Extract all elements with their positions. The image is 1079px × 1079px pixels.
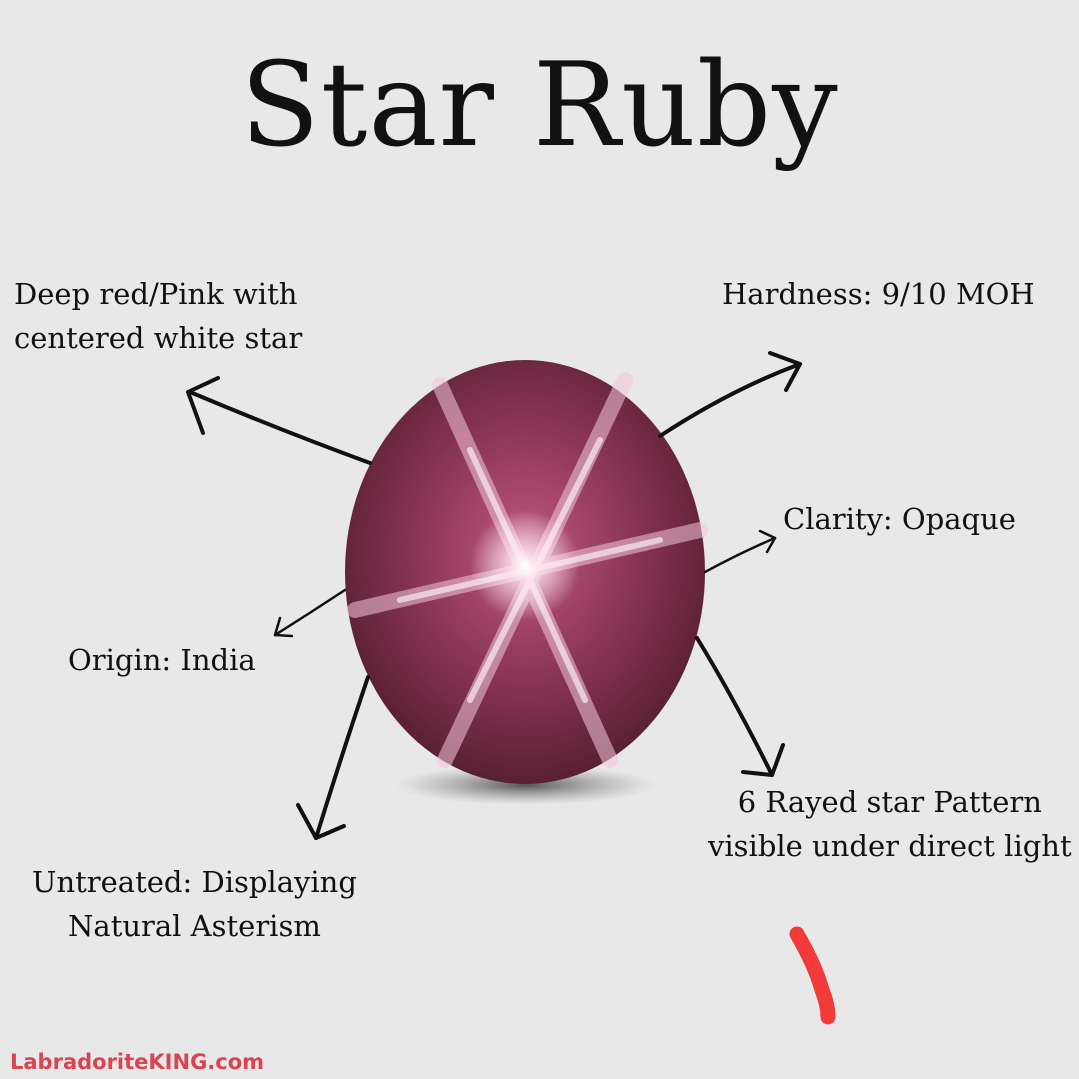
color-label-line-1: Deep red/Pink with <box>14 277 298 311</box>
star-pattern-label-line-2: visible under direct light <box>708 829 1072 863</box>
arrow-to-hardness-label <box>658 351 802 438</box>
arrow-to-origin-label <box>273 588 347 638</box>
star-pattern-label: 6 Rayed star Pattern visible under direc… <box>708 780 1072 868</box>
red-pen-mark <box>789 926 836 1025</box>
origin-label: Origin: India <box>68 643 256 677</box>
treatment-label-line-1: Untreated: Displaying <box>32 865 357 899</box>
star-ruby-gem <box>345 360 708 784</box>
color-label-line-2: centered white star <box>14 321 303 355</box>
hardness-label: Hardness: 9/10 MOH <box>722 277 1035 311</box>
arrow-to-treatment-label <box>296 675 370 840</box>
treatment-label: Untreated: Displaying Natural Asterism <box>32 860 357 948</box>
gem-shadow <box>395 765 655 805</box>
arrow-to-star-pattern-label <box>695 636 785 777</box>
treatment-label-line-2: Natural Asterism <box>68 909 321 943</box>
color-label: Deep red/Pink with centered white star <box>14 272 302 360</box>
clarity-label: Clarity: Opaque <box>783 502 1016 536</box>
page-title: Star Ruby <box>240 38 839 173</box>
footer-watermark: LabradoriteKING.com <box>10 1050 265 1074</box>
star-pattern-label-line-1: 6 Rayed star Pattern <box>737 785 1042 819</box>
arrow-to-color-label <box>186 376 372 465</box>
arrow-to-clarity-label <box>703 529 777 574</box>
